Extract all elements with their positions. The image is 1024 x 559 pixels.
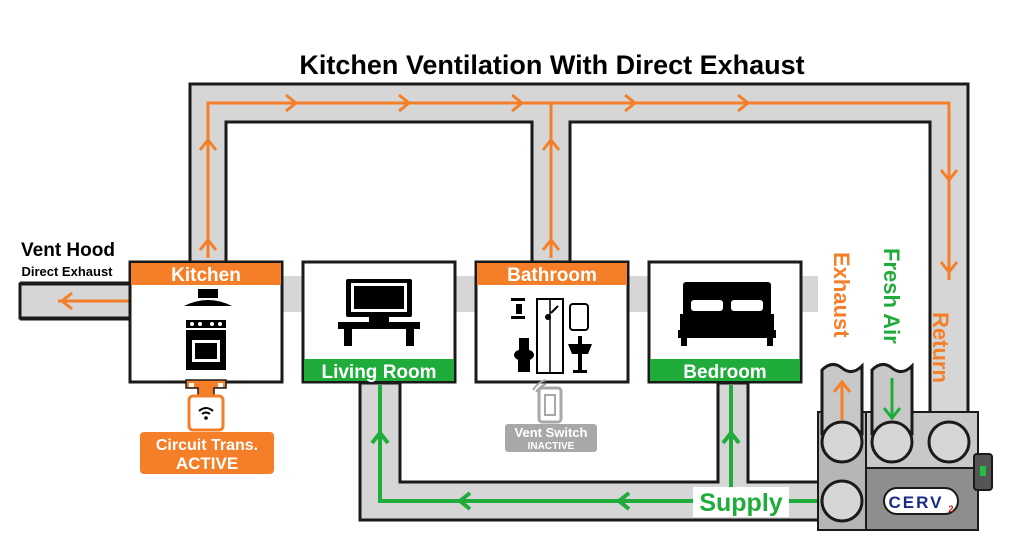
- room-connector: [800, 276, 818, 312]
- bathroom-fixtures-icon: [511, 298, 592, 374]
- circuit-transmitter: Circuit Trans. ACTIVE: [140, 379, 274, 474]
- room-bedroom: Bedroom: [647, 260, 803, 384]
- tv-icon: [338, 279, 420, 346]
- room-bedroom-label: Bedroom: [683, 362, 766, 383]
- vent-switch-label: Vent Switch: [515, 425, 588, 440]
- room-living-room: Living Room: [301, 260, 457, 384]
- vent-switch-status: INACTIVE: [528, 441, 575, 452]
- diagram-title: Kitchen Ventilation With Direct Exhaust: [299, 50, 804, 80]
- return-flow-line: [198, 93, 959, 280]
- return-label: Return: [928, 312, 953, 383]
- room-living-room-label: Living Room: [321, 362, 436, 383]
- cerv-logo-text: CERV: [889, 493, 944, 512]
- status-led: [980, 466, 986, 476]
- supply-label-bg: [693, 487, 789, 517]
- cerv-logo-sub: 2: [948, 504, 953, 514]
- range-hood-icon: [184, 289, 232, 306]
- circuit-trans-label: Circuit Trans.: [156, 437, 258, 454]
- room-kitchen-label: Kitchen: [171, 265, 241, 286]
- supply-port: [820, 479, 864, 523]
- vent-hood-label: Vent Hood: [21, 240, 115, 261]
- room-connector: [627, 276, 651, 312]
- wireless-signal-icon: [532, 379, 547, 393]
- cerv-unit: CERV 2: [817, 362, 993, 531]
- stove-icon: [186, 320, 226, 370]
- circuit-trans-status: ACTIVE: [176, 454, 238, 473]
- exhaust-port: [820, 420, 864, 464]
- exhaust-label: Exhaust: [829, 252, 854, 338]
- fresh-air-port: [870, 420, 914, 464]
- return-port: [927, 420, 971, 464]
- exhaust-duct: [820, 362, 864, 436]
- vent-hood-sublabel: Direct Exhaust: [21, 264, 113, 279]
- wireless-signal-icon: [198, 407, 214, 420]
- supply-label: Supply: [699, 489, 782, 517]
- fresh-air-label: Fresh Air: [879, 248, 904, 344]
- room-kitchen: Kitchen: [128, 260, 284, 384]
- bed-icon: [678, 282, 776, 346]
- vent-switch: Vent Switch INACTIVE: [505, 379, 597, 452]
- return-duct: [188, 82, 970, 434]
- cerv-logo: CERV 2: [883, 487, 959, 515]
- room-bathroom-label: Bathroom: [507, 265, 597, 286]
- room-bathroom: Bathroom: [474, 260, 630, 384]
- supply-flow-line: [370, 385, 822, 511]
- fresh-air-duct: [870, 362, 914, 436]
